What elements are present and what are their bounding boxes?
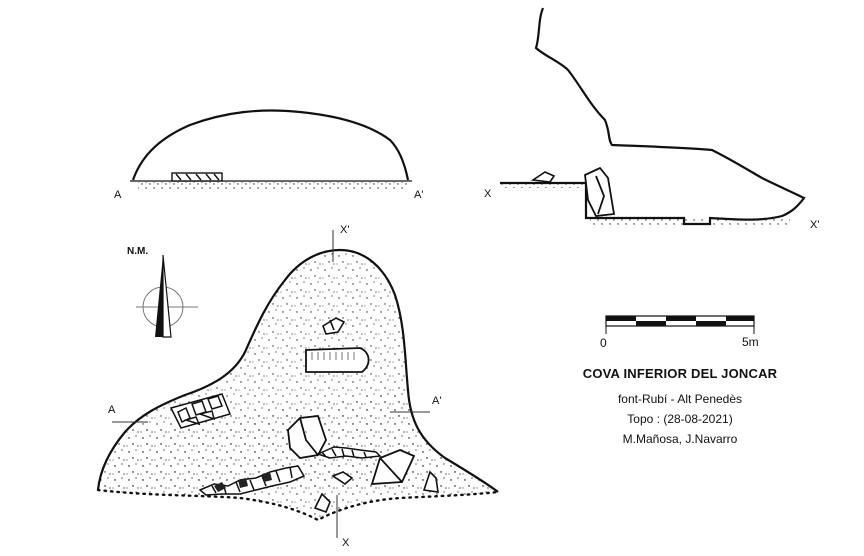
scale-end-label: 5m [742, 335, 759, 349]
plan-rock-slab [305, 347, 370, 373]
survey-date-text: Topo : (28-08-2021) [627, 412, 733, 426]
cave-title: COVA INFERIOR DEL JONCAR [582, 366, 778, 381]
section-aa-start-label: A [114, 189, 122, 201]
plan-a-label: A [108, 404, 116, 416]
plan-view [96, 230, 500, 538]
scale-start-label: 0 [600, 336, 607, 350]
plan-rubble-dark [214, 472, 272, 492]
plan-boulder-5 [313, 492, 331, 514]
plan-boulder-2 [370, 449, 416, 485]
plan-a-prime-label: A' [432, 395, 442, 407]
north-label: N.M. [127, 246, 149, 257]
section-aa-floor-stipple [138, 182, 408, 189]
location-text: font-Rubí - Alt Penedès [617, 392, 743, 406]
plan-x-label: X [342, 537, 350, 549]
section-xx [500, 7, 806, 226]
section-xx-small-rock [530, 171, 556, 183]
plan-rubble-wall [198, 446, 382, 496]
section-xx-end-label: X' [810, 219, 820, 231]
section-xx-floor-stipple [590, 219, 790, 225]
section-aa-block-wall [171, 172, 223, 182]
plan-small-rock [322, 317, 346, 335]
section-aa-end-label: A' [414, 189, 424, 201]
plan-block-wall [169, 393, 232, 429]
plan-section-lines [112, 230, 430, 538]
section-xx-boulder [584, 166, 616, 217]
authors-text: M.Mañosa, J.Navarro [622, 432, 738, 446]
plan-boulder-1 [287, 415, 327, 459]
section-xx-outline [500, 7, 806, 226]
section-xx-floor-stipple-left [500, 184, 584, 188]
plan-x-prime-label: X' [340, 224, 350, 236]
scale-bar [605, 315, 755, 334]
section-aa [130, 109, 412, 189]
section-aa-outline [131, 109, 410, 181]
plan-boulder-3 [422, 470, 439, 493]
north-arrow [136, 254, 198, 338]
section-xx-start-label: X [484, 188, 492, 200]
plan-boulder-4 [331, 471, 354, 486]
